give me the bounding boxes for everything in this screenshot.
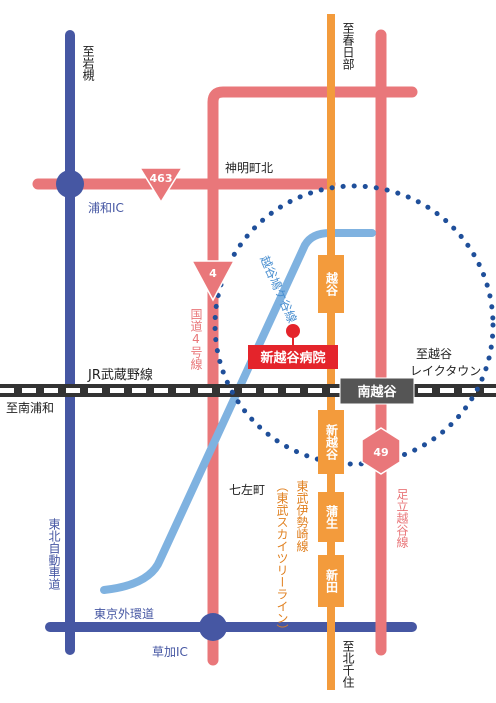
route-4-number: 4 — [209, 267, 217, 280]
to-koshigaya-label: 至越谷 — [416, 347, 452, 361]
route-463-number: 463 — [150, 172, 173, 185]
koshigaya-hatogaya-road — [100, 229, 376, 594]
tobu-skytree-label: （東武スカイツリーライン） — [275, 480, 289, 636]
shichizacho-label: 七左町 — [229, 482, 265, 497]
gamo-station-label: 蒲生 — [325, 504, 339, 530]
to-iwatsuki-label: 至岩槻 — [81, 45, 95, 82]
soka-ic-marker[interactable] — [199, 613, 227, 641]
to-kasukabe-label: 至春日部 — [341, 22, 355, 70]
gaikan-label: 東京外環道 — [94, 607, 154, 621]
to-kitasenju-label: 至北千住 — [341, 640, 355, 688]
shinmeicho-kita-label: 神明町北 — [225, 161, 273, 175]
hospital-label: 新越谷病院 — [260, 350, 325, 366]
route-4-shield — [190, 260, 236, 302]
hospital-area-circle — [212, 183, 496, 467]
laketown-label: レイクタウン — [410, 364, 481, 378]
shinden-station-label: 新田 — [325, 568, 339, 594]
urawa-ic-marker[interactable] — [56, 170, 84, 198]
shin-koshigaya-station-box[interactable] — [318, 410, 344, 474]
jr-musashino-label: JR武蔵野線 — [87, 367, 153, 383]
koshigaya-station-label: 越谷 — [325, 271, 339, 297]
to-minami-urawa-label: 至南浦和 — [6, 400, 54, 415]
adachi-koshigaya-label: 足立越谷線 — [395, 488, 409, 548]
tohoku-expressway-label: 東北自動車道 — [47, 518, 61, 590]
gamo-station-box[interactable] — [318, 492, 344, 542]
tobu-isesaki-label: 東武伊勢崎線 — [295, 480, 309, 552]
minami-koshigaya-station-label: 南越谷 — [357, 384, 397, 400]
hospital-label-box[interactable] — [248, 345, 338, 369]
urawa-ic-label: 浦和IC — [88, 201, 124, 215]
soka-ic-label: 草加IC — [152, 645, 188, 659]
koshigaya-station-box[interactable] — [318, 255, 344, 313]
minami-koshigaya-station-box[interactable] — [339, 377, 415, 405]
route-463-shield — [138, 167, 184, 204]
hospital-pin[interactable] — [286, 324, 300, 338]
shinden-station-box[interactable] — [318, 555, 344, 607]
shin-koshigaya-station-label: 新越谷 — [325, 423, 339, 461]
route-49-number: 49 — [373, 446, 388, 459]
route-49-shield — [361, 427, 401, 475]
national-route-4-road — [207, 86, 418, 666]
national-route-4-label: 国道4号線 — [189, 308, 203, 370]
